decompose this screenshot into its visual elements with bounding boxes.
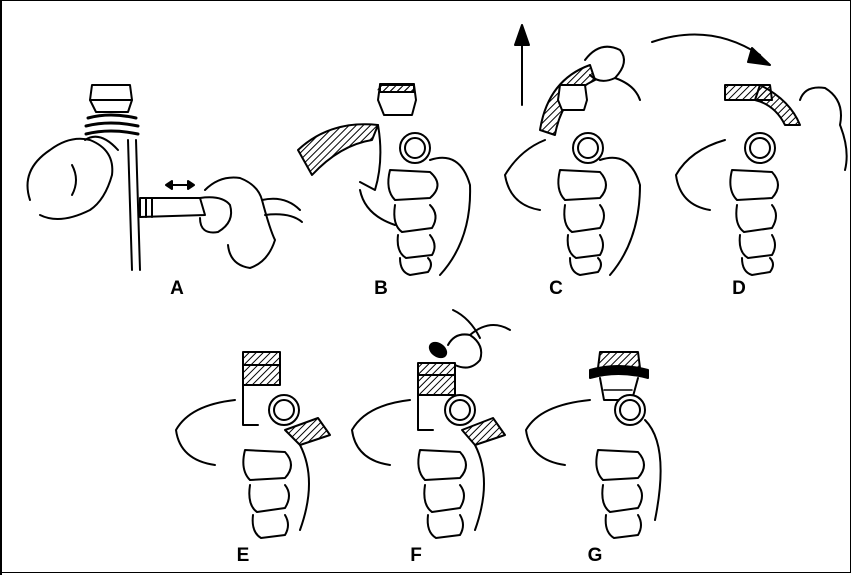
- panel-g-label: G: [580, 545, 610, 567]
